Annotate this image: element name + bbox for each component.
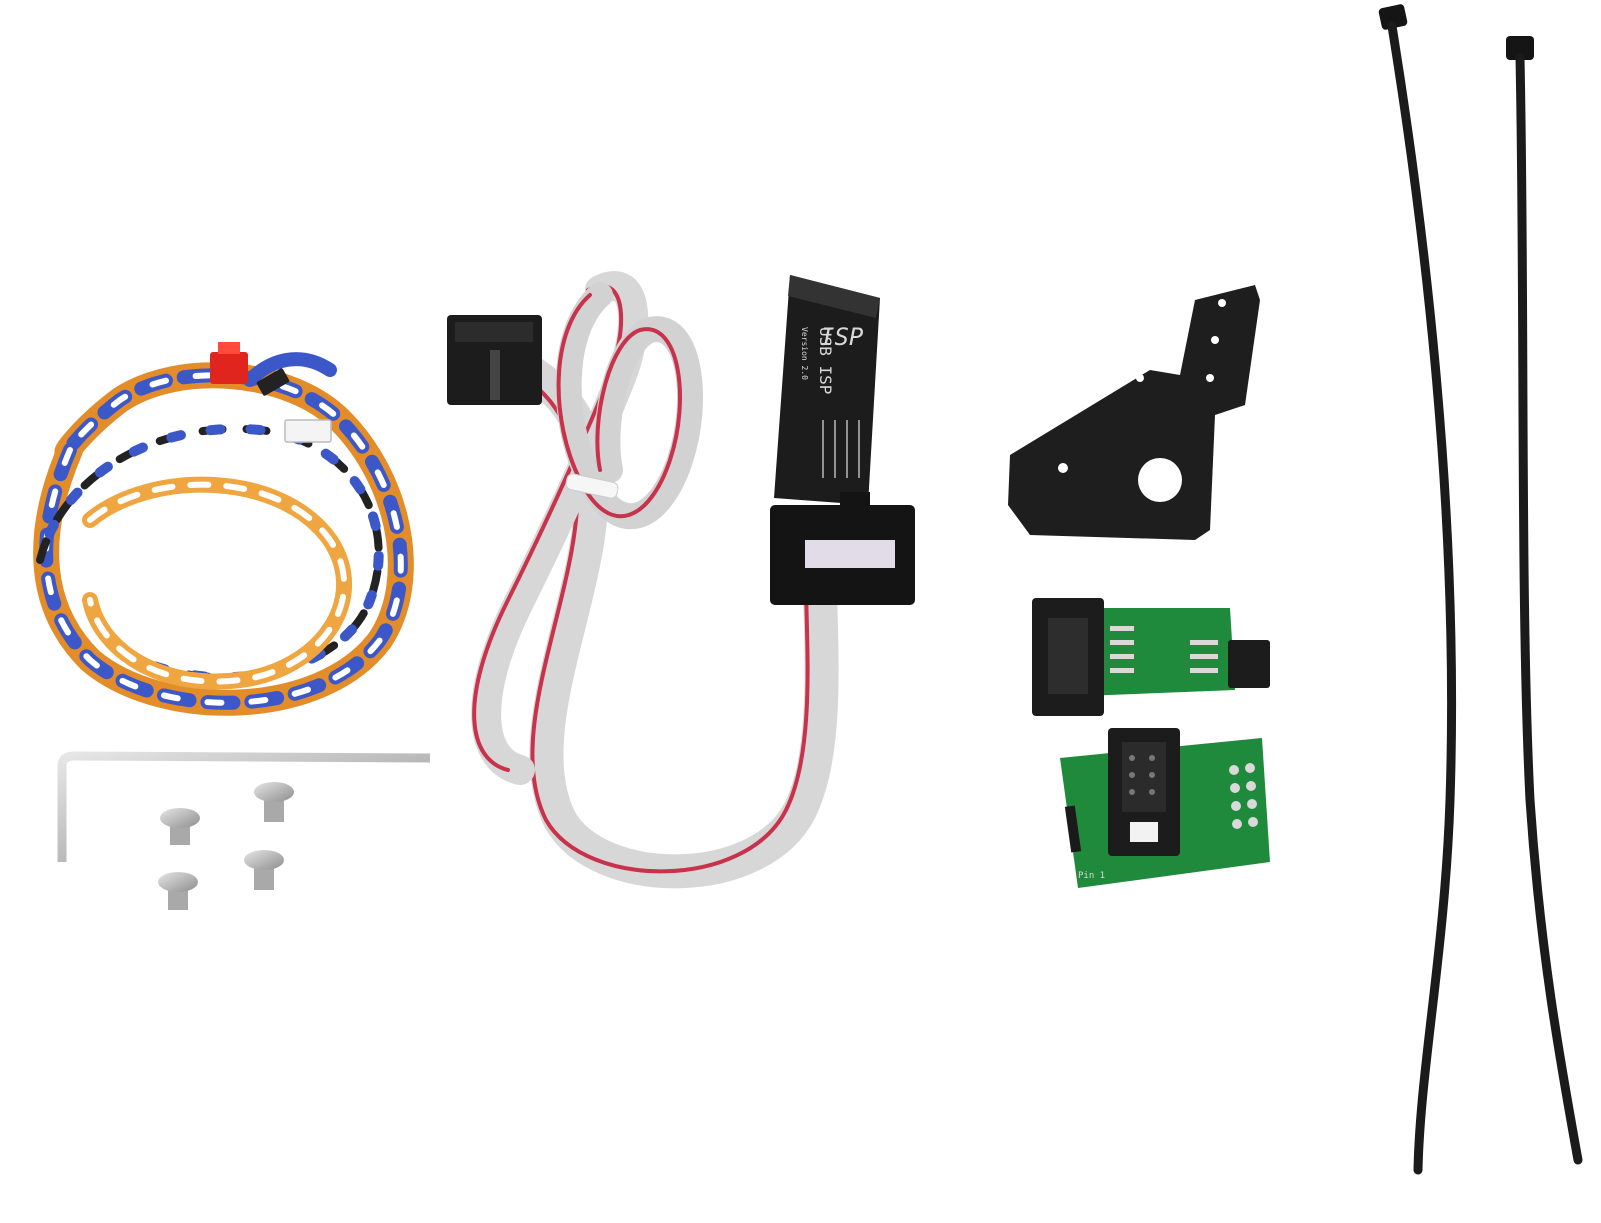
screw [160, 808, 200, 845]
usb-isp-pin-table [822, 420, 860, 478]
usb-isp-logo: ISP [820, 323, 864, 351]
hex-key-wrench [57, 751, 431, 862]
screw [254, 782, 294, 822]
jst-connector-red [210, 342, 248, 384]
screw [244, 850, 284, 890]
idc-connector-programmer [770, 492, 915, 605]
usb-isp-version: Version 2.0 [800, 327, 809, 380]
dupont-connector-black [256, 368, 290, 396]
idc-connector [447, 315, 542, 405]
cable-tie-band [565, 473, 619, 499]
cable-tie [1378, 4, 1457, 1175]
usb-isp-label: USB ISP [816, 327, 835, 394]
usb-isp-programmer: USB ISP Version 2.0 ISP [774, 275, 880, 505]
screw [158, 872, 198, 910]
adapter-board-small [1032, 598, 1270, 716]
mounting-bracket [1008, 285, 1260, 540]
pin-label: Pin 1 [1078, 871, 1105, 881]
ribbon-cable [471, 271, 839, 889]
jst-connector-white [284, 419, 332, 443]
adapter-board-large: Pin 1 [1060, 728, 1270, 888]
sensor-cable-coil [33, 352, 414, 716]
cable-tie [1506, 36, 1583, 1165]
